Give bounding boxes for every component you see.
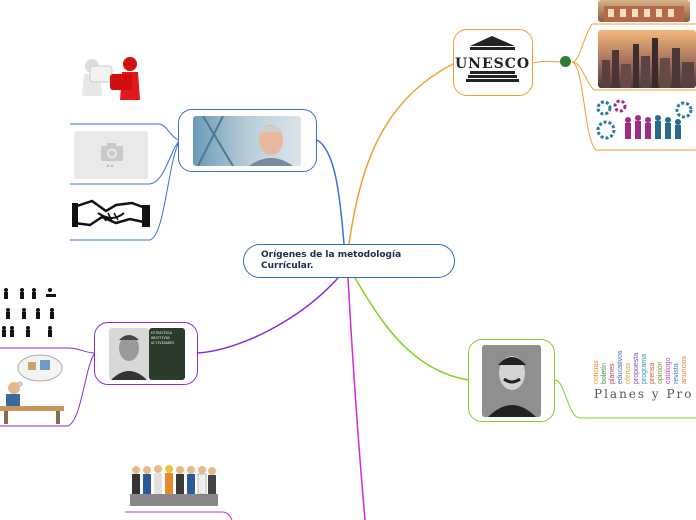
man-portrait-photo [193, 116, 301, 166]
building-facade [604, 6, 684, 22]
wordcloud-word: planes [609, 363, 616, 384]
tyler-portrait-graphic [111, 335, 147, 380]
tyler-node[interactable]: ESTRATEGIA OBJETIVOS ACTIVIDADES [94, 322, 198, 385]
city-skyline-image [598, 30, 696, 88]
blackboard-image: ESTRATEGIA OBJETIVOS ACTIVIDADES [149, 328, 185, 380]
workers-group-image [128, 462, 218, 508]
subline-portrait-2 [70, 139, 181, 185]
subline-unesco-2 [571, 61, 696, 91]
central-topic[interactable]: Orígenes de la metodología Currícular. [243, 244, 455, 278]
mustached-man-photo [482, 345, 541, 417]
portrait-node[interactable] [178, 109, 317, 172]
camera-icon [101, 143, 123, 168]
people-gears-image [596, 98, 696, 146]
branch-line-unesco [348, 62, 456, 245]
globe-icon[interactable] [560, 56, 571, 67]
man-portrait-graphic [197, 116, 293, 166]
thinking-student-image [0, 352, 64, 424]
activities-silhouettes-image [0, 284, 64, 344]
branch-line-unesco-out [532, 60, 563, 64]
mustached-man-graphic [482, 345, 541, 417]
workers-group-graphic [130, 465, 218, 506]
wordcloud-word: prensa [649, 362, 656, 384]
puzzle-people-graphic [82, 57, 140, 100]
planes-text: Planes y Pro [594, 387, 694, 401]
unesco-logo-text: UNESCO [455, 56, 530, 72]
wordcloud-word: anuncios [681, 355, 688, 384]
branch-line-portrait [316, 139, 345, 245]
silhouette-grid [2, 288, 56, 337]
subline-tyler-2 [0, 352, 96, 427]
wordcloud-word: catálogo [665, 357, 672, 384]
branch-line-bottom [347, 277, 366, 520]
unesco-logo: UNESCO [455, 36, 530, 82]
wordcloud-graphic: noticias boletín planes educativos ofert… [593, 350, 688, 384]
subline-green-1 [554, 379, 696, 419]
handshake-icon [72, 199, 150, 227]
wordcloud-word: noticias [593, 360, 600, 384]
wordcloud-word: opinión [657, 361, 664, 384]
wordcloud-word: programa [641, 354, 648, 384]
wordcloud-word: propuesta [633, 353, 640, 384]
tyler-photo [109, 328, 149, 380]
building-image [598, 0, 690, 22]
wordcloud-word: boletín [601, 363, 608, 384]
wordcloud-word: ofertas [625, 362, 632, 384]
subline-portrait-1 [70, 123, 181, 141]
wordcloud-word: revista [673, 363, 680, 384]
green-node[interactable] [468, 339, 555, 422]
handshake-image [72, 193, 150, 238]
thinking-student-graphic [0, 354, 64, 424]
wordcloud-word: educativos [617, 350, 624, 384]
subline-unesco-3 [571, 61, 696, 151]
puzzle-people-image [78, 56, 150, 108]
subline-portrait-3 [70, 139, 181, 241]
planes-wordcloud-image: noticias boletín planes educativos ofert… [590, 346, 696, 386]
skyline-silhouette [602, 38, 694, 88]
people-gears-graphic [596, 99, 693, 140]
image-placeholder [74, 131, 148, 179]
central-topic-label: Orígenes de la metodología Currícular. [261, 250, 402, 271]
blackboard-text: ESTRATEGIA OBJETIVOS ACTIVIDADES [151, 331, 175, 345]
unesco-node[interactable]: UNESCO [453, 29, 533, 96]
branch-line-green [354, 277, 469, 381]
subline-bottom-1 [125, 511, 233, 520]
subline-unesco-1 [571, 23, 696, 63]
branch-line-tyler [197, 277, 339, 354]
subline-tyler-1 [0, 347, 96, 354]
